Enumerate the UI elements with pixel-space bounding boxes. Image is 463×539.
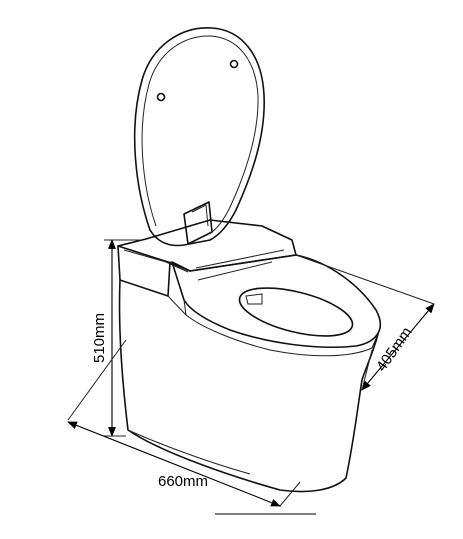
- lid-hinge-bolt-left: [156, 92, 166, 102]
- seat-ring: [171, 249, 381, 357]
- toilet-body: [118, 279, 379, 493]
- length-label: 660mm: [158, 473, 208, 490]
- hinge-block: [183, 201, 213, 245]
- length-dimension: 660mm: [67, 339, 301, 507]
- seat-lid: [133, 27, 265, 247]
- height-dimension: 510mm: [91, 239, 142, 437]
- lid-hinge-bolt-right: [229, 59, 239, 69]
- height-label: 510mm: [91, 313, 108, 363]
- seat-opening: [238, 287, 354, 337]
- rear-cover: [117, 219, 297, 297]
- width-dimension-line: [361, 303, 435, 391]
- nozzle-port: [245, 293, 263, 305]
- length-dimension-line: [67, 421, 281, 507]
